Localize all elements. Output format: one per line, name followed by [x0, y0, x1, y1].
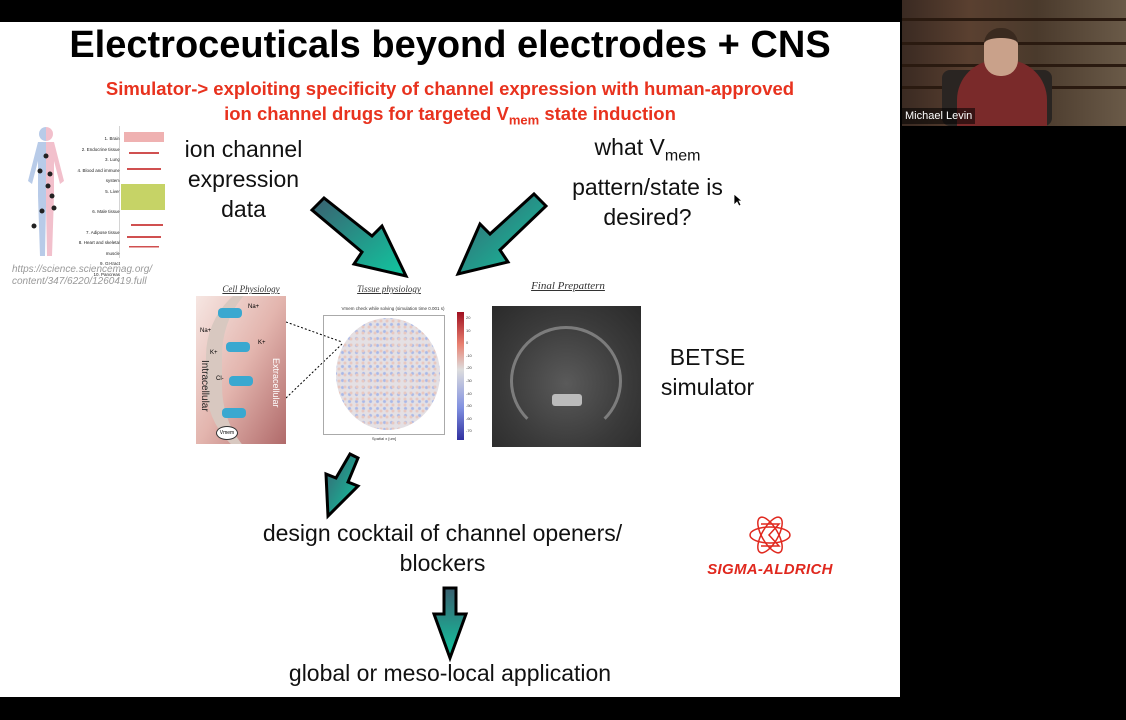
- logo-text: SIGMA-ALDRICH: [707, 561, 833, 578]
- text: BETSE: [669, 344, 746, 370]
- tissue-label: 1. Brain: [104, 136, 120, 141]
- tick: 10: [466, 327, 471, 333]
- text: mem: [664, 147, 701, 165]
- tick: -70: [466, 428, 472, 434]
- tick: -40: [466, 390, 472, 396]
- design-cocktail-label: design cocktail of channel openers/block…: [220, 518, 665, 578]
- arrow-down-icon: [431, 586, 469, 663]
- text: design cocktail of channel openers/: [262, 520, 623, 546]
- text: ion channel drugs for targeted V: [224, 103, 509, 124]
- plot-xlabel: Spatial x [um]: [371, 436, 397, 441]
- expression-scatter: [119, 126, 165, 258]
- tick: -20: [466, 365, 472, 371]
- tissue-label: 10. Pancreas: [93, 271, 120, 277]
- arrow-down-right-icon: [309, 195, 409, 279]
- text: simulator: [660, 374, 755, 400]
- tissue-list: 1. Brain 2. Endocrine tissue 3. Lung 4. …: [72, 134, 120, 280]
- cell-cluster-heatmap: [336, 318, 440, 430]
- tissue-label: 6. Male tissue: [92, 209, 120, 214]
- tick: -30: [466, 377, 472, 383]
- tick: -50: [466, 403, 472, 409]
- vmem-question-label: what Vmem pattern/state is desired?: [550, 132, 745, 232]
- text: state induction: [539, 103, 676, 124]
- plot-title: Vmem check while solving (simulation tim…: [341, 306, 445, 311]
- final-prepattern-caption: Final Prepattern: [531, 280, 605, 292]
- tick: 20: [466, 315, 471, 320]
- ion-label: K+: [210, 350, 218, 356]
- tissue-label: 3. Lung: [104, 157, 120, 162]
- arrow-down-icon: [324, 452, 361, 520]
- tissue-label: 5. Liver: [105, 188, 120, 194]
- ion-label: Na+: [200, 328, 212, 334]
- zoom-lines: [286, 321, 343, 399]
- source-citation: https://science.sciencemag.org/content/3…: [12, 264, 152, 288]
- participant-video-tile[interactable]: Michael Levin: [902, 0, 1126, 126]
- application-label: global or meso-local application: [288, 660, 612, 686]
- colorbar-ticks: 20 10 0 -10 -20 -30 -40 -50 -60 -70: [466, 312, 472, 438]
- participant-name: Michael Levin: [902, 108, 976, 124]
- expression-data-label: ion channel expression data: [166, 134, 321, 224]
- tissue-voltage-plot: [323, 315, 445, 435]
- extracellular-label: Extracellular: [271, 358, 281, 408]
- tissue-label: 4. Blood and immune system: [77, 167, 120, 184]
- vmem-label: Vmem: [216, 426, 238, 440]
- intracellular-label: Intracellular: [199, 360, 210, 412]
- text: ion channel: [184, 136, 303, 162]
- final-prepattern-image: [492, 306, 641, 447]
- tissue-label: 8. Heart and skeletal muscle: [78, 240, 120, 256]
- text: data: [221, 196, 266, 222]
- slide-subtitle: Simulator-> exploiting specificity of ch…: [0, 76, 900, 133]
- tissue-label: 9. GI-tract: [99, 261, 120, 266]
- ion-label: Na+: [248, 304, 260, 310]
- betse-simulator-label: BETSE simulator: [640, 342, 775, 402]
- presentation-slide: Electroceuticals beyond electrodes + CNS…: [0, 22, 900, 697]
- ion-label: K+: [258, 340, 266, 346]
- text: mem: [508, 112, 540, 128]
- mouse-cursor-icon: [733, 193, 743, 207]
- text: blockers: [399, 550, 486, 576]
- ion-label: Cl-: [216, 376, 224, 382]
- arrows-layer: [309, 191, 549, 663]
- text: desired?: [603, 203, 692, 230]
- colorbar: [457, 312, 464, 440]
- sigma-aldrich-emblem-icon: [749, 516, 791, 554]
- cell-physiology-caption: Cell Physiology: [222, 284, 280, 294]
- text: expression: [187, 166, 300, 192]
- text: content/347/6220/1260419.full: [12, 276, 147, 287]
- tick: 0: [466, 340, 469, 346]
- tick: -10: [466, 352, 472, 358]
- cell-physiology-diagram: Na+ Na+ K+ K+ Cl- Intracellular Extracel…: [196, 296, 286, 444]
- tissue-label: 2. Endocrine tissue: [81, 146, 120, 152]
- tissue-label: 7. Adipose tissue: [85, 229, 120, 235]
- tissue-physiology-caption: Tissue physiology: [357, 284, 421, 294]
- tick: -60: [466, 415, 472, 421]
- arrow-down-left-icon: [455, 191, 549, 277]
- text: what V: [594, 134, 665, 160]
- subtitle-line: Simulator-> exploiting specificity of ch…: [105, 78, 795, 99]
- slide-title: Electroceuticals beyond electrodes + CNS: [69, 24, 831, 66]
- subtitle-line: ion channel drugs for targeted Vmem stat…: [0, 101, 900, 133]
- human-body-figure: [28, 127, 64, 256]
- text: https://science.sciencemag.org/: [12, 264, 153, 275]
- sigma-aldrich-logo: SIGMA-ALDRICH: [680, 514, 860, 578]
- text: pattern/state is: [572, 173, 723, 200]
